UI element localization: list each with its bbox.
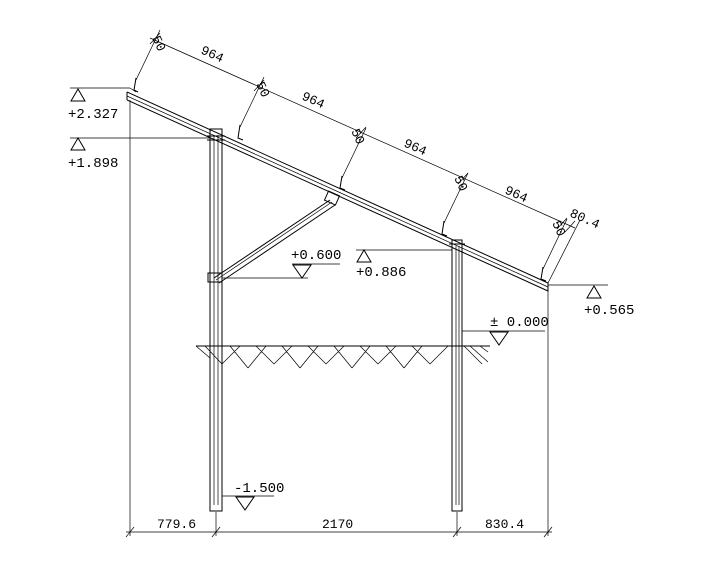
rail-dimension-line	[135, 29, 581, 284]
end-overhang-label: 80.4	[567, 206, 602, 232]
elevation-value: -1.500	[234, 481, 284, 497]
front-post	[207, 128, 225, 512]
elevation-marker-ground: ± 0.000	[462, 315, 549, 346]
elevation-triangle-icon	[235, 496, 255, 511]
elevation-value: +1.898	[68, 156, 118, 172]
base-dim-middle: 2170	[322, 517, 353, 532]
elevation-triangle-icon	[70, 88, 86, 102]
elevation-marker-rail-end: +0.565	[548, 284, 634, 319]
gap-label-3: 50	[347, 126, 367, 146]
elevation-value: +0.565	[584, 303, 634, 319]
elevation-triangle-icon	[489, 331, 509, 346]
elevation-value: +2.327	[68, 107, 118, 123]
elevation-triangle-icon	[356, 249, 372, 263]
gap-label-4: 50	[450, 173, 470, 193]
elevation-value: ± 0.000	[490, 315, 549, 331]
elevation-triangle-icon	[70, 137, 86, 151]
elevation-marker-brace: +0.600	[222, 248, 341, 279]
extension-lines	[129, 100, 549, 536]
elevation-value: +0.600	[291, 248, 341, 264]
segment-label-1: 964	[198, 43, 226, 66]
elevation-marker-front-post-top: +1.898	[68, 137, 210, 172]
elevation-triangle-icon	[586, 285, 602, 299]
elevation-marker-rear-post-top: +0.886	[356, 249, 452, 281]
module-clamps	[133, 77, 547, 282]
segment-label-4: 964	[502, 183, 530, 206]
rear-post	[449, 239, 465, 512]
ground-line	[195, 345, 490, 369]
base-dim-right: 830.4	[485, 517, 524, 532]
elevation-marker-post-bottom: -1.500	[222, 481, 284, 511]
base-dimension-line: 779.6 2170 830.4	[125, 512, 553, 538]
elevation-value: +0.886	[356, 265, 406, 281]
diagonal-brace	[207, 190, 341, 284]
gap-label-1: 50	[148, 33, 168, 53]
segment-label-2: 964	[299, 89, 327, 112]
gap-label-2: 50	[252, 79, 272, 99]
segment-label-3: 964	[401, 136, 429, 159]
base-dim-left: 779.6	[157, 517, 196, 532]
gap-label-5: 50	[548, 218, 568, 238]
elevation-triangle-icon	[292, 264, 312, 279]
elevation-marker-top: +2.327	[68, 87, 137, 123]
